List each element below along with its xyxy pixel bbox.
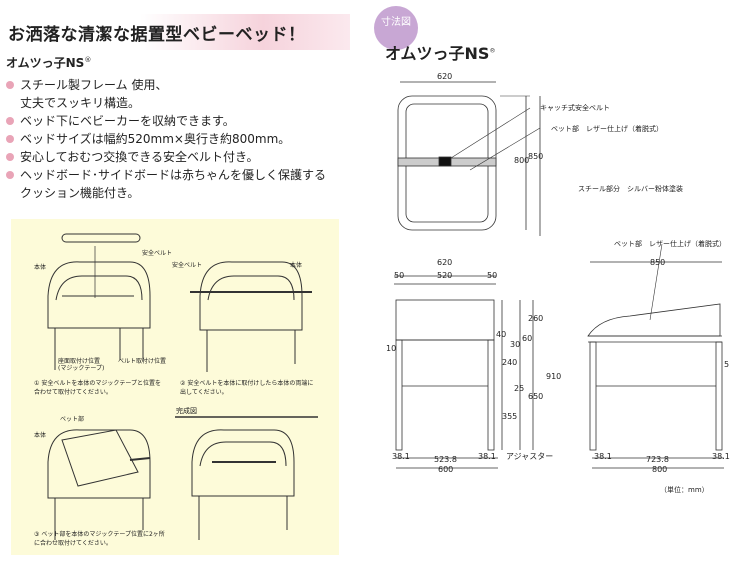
dim-25: 25 — [514, 384, 525, 393]
dim-800: 800 — [652, 465, 668, 474]
feature-item: ベッド下にベビーカーを収納できます。 — [6, 112, 326, 130]
chair-drawing-completed — [191, 429, 295, 497]
dim-30: 30 — [510, 340, 521, 349]
registered-mark: ® — [84, 56, 92, 64]
dim-650: 650 — [528, 392, 544, 401]
label-bed-leather-side: ベット部 レザー仕上げ（着脱式） — [614, 240, 726, 248]
dim-38-1-a: 38.1 — [392, 452, 410, 461]
feature-item: 安心しておむつ交換できる安全ベルト付き。 — [6, 148, 326, 166]
feature-item: 丈夫でスッキリ構造。 — [20, 96, 141, 110]
chair-drawing-3 — [47, 429, 151, 499]
dim-600: 600 — [438, 465, 454, 474]
dim-50a: 50 — [394, 271, 405, 280]
label-body: 本体 — [34, 432, 47, 439]
dim-5: 5 — [724, 360, 730, 369]
dim-620: 620 — [437, 258, 453, 267]
label-bed-part: ベット部 — [60, 416, 85, 423]
dim-height-850: 850 — [528, 152, 544, 161]
dim-40: 40 — [496, 330, 507, 339]
instruction-step-2: ② 安全ベルトを本体に取付けしたら本体の両端に出してください。 — [180, 380, 314, 396]
dimension-product-name: オムツっ子NS® — [385, 44, 496, 63]
label-bed-leather: ベット部 レザー仕上げ（着脱式） — [551, 125, 663, 133]
label-seat-position: 座面取付け位置 — [58, 358, 101, 365]
label-safety-belt: 安全ベルト — [172, 262, 203, 269]
feature-item: クッション機能付き。 — [20, 186, 140, 200]
label-body: 本体 — [290, 262, 303, 269]
assembly-instructions-panel — [11, 219, 339, 555]
dim-side-38-1-b: 38.1 — [712, 452, 730, 461]
label-body: 本体 — [34, 264, 47, 271]
feature-item: ヘッドボード･サイドボードは赤ちゃんを優しく保護する — [6, 166, 326, 184]
label-belt-position: ベルト取付け位置 — [118, 358, 167, 365]
label-seat-position-sub: (マジックテープ) — [58, 365, 105, 372]
product-name: オムツっ子NS® — [6, 56, 92, 70]
dim-side-38-1-a: 38.1 — [594, 452, 612, 461]
dim-height-800: 800 — [514, 156, 530, 165]
feature-list: スチール製フレーム 使用、 丈夫でスッキリ構造。 ベッド下にベビーカーを収納でき… — [6, 76, 326, 202]
instruction-step-1: ① 安全ベルトを本体のマジックテープと位置を合わせて取付けてください。 — [34, 380, 161, 396]
page-title: お洒落な清潔な据置型ベビーベッド！ — [8, 25, 306, 45]
dim-top-width: 620 — [437, 72, 453, 81]
instruction-step-3: ③ ベット部を本体のマジックテープ位置に2ヶ所に合わせ取付けてください。 — [34, 531, 165, 547]
chair-drawing-1 — [47, 261, 151, 329]
chair-drawing-2 — [199, 261, 303, 331]
front-elevation-back — [395, 299, 495, 341]
feature-item: ベッドサイズは幅約520mm×奥行き約800mm。 — [6, 130, 326, 148]
unit-note: （単位：mm） — [660, 486, 709, 494]
dim-520: 520 — [437, 271, 453, 280]
label-adjuster: アジャスター — [506, 452, 554, 461]
dim-910: 910 — [546, 372, 562, 381]
safety-belt-drawing — [61, 233, 141, 243]
dim-38-1-b: 38.1 — [478, 452, 496, 461]
dim-240: 240 — [502, 358, 518, 367]
feature-item: スチール製フレーム 使用、 — [6, 76, 326, 94]
label-safety-belt: 安全ベルト — [142, 250, 173, 257]
dim-850: 850 — [650, 258, 666, 267]
dim-723-8: 723.8 — [646, 455, 669, 464]
completed-label: 完成図 — [176, 407, 197, 415]
title-band — [0, 14, 350, 50]
side-elevation-bed — [587, 303, 721, 337]
dim-60: 60 — [522, 334, 533, 343]
dim-260: 260 — [528, 314, 544, 323]
dim-355: 355 — [502, 412, 518, 421]
label-buckle-belt: キャッチ式安全ベルト — [540, 104, 610, 112]
dim-50b: 50 — [487, 271, 498, 280]
label-steel-part: スチール部分 シルバー粉体塗装 — [578, 185, 683, 193]
dim-10: 10 — [386, 344, 397, 353]
dim-523-8: 523.8 — [434, 455, 457, 464]
dimension-badge: 寸法図 — [374, 6, 418, 50]
